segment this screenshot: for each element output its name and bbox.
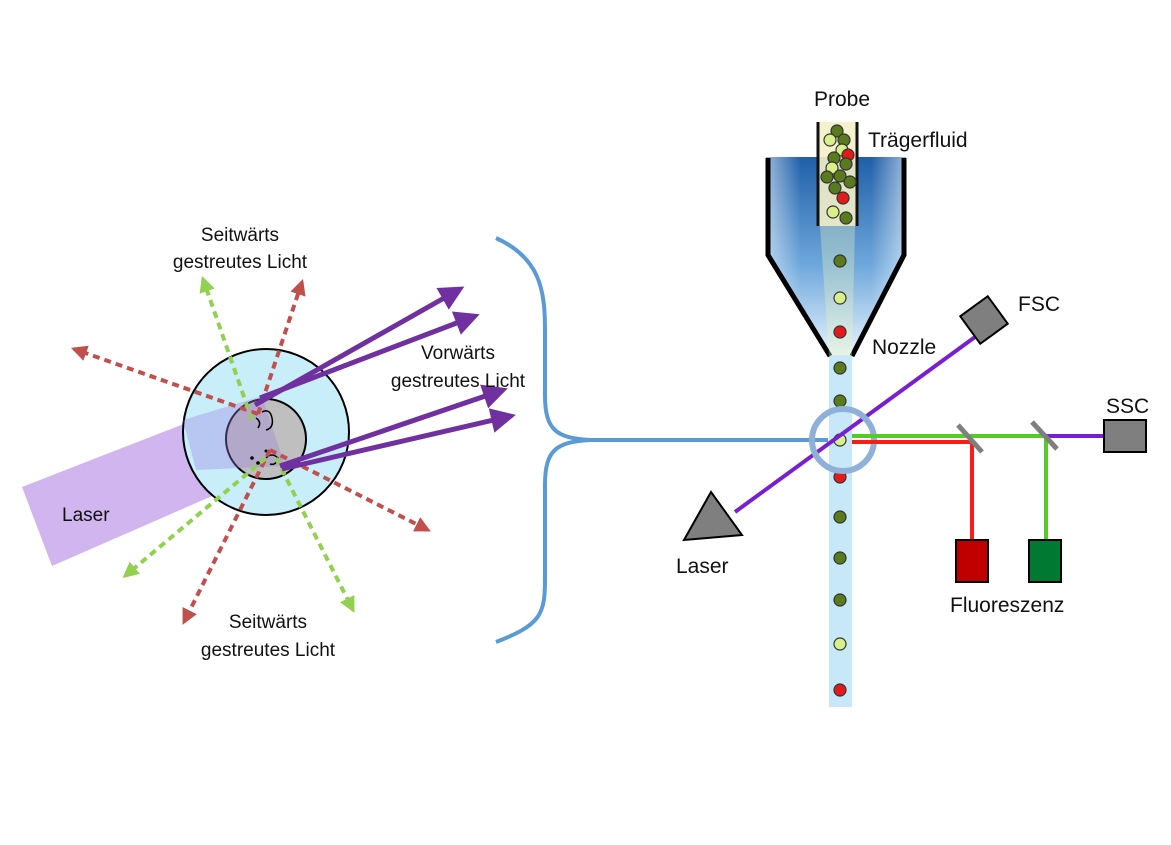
nozzle-label: Nozzle	[872, 336, 936, 359]
laser-beam-overlay	[183, 396, 285, 470]
organelle-dot	[250, 456, 254, 460]
forward-arrow	[259, 311, 480, 401]
particle	[833, 683, 847, 697]
stream-particles	[833, 254, 847, 697]
particle	[836, 191, 850, 205]
forward-scatter-label-2: gestreutes Licht	[391, 371, 526, 392]
scatter-arrow-green	[122, 456, 268, 579]
particle	[833, 325, 847, 339]
fsc-label: FSC	[1018, 293, 1060, 316]
laser-source	[682, 490, 744, 542]
organelle-mark	[255, 410, 274, 431]
particle	[833, 361, 847, 375]
laser-label-right: Laser	[676, 555, 729, 578]
nozzle-outline-right	[849, 158, 907, 358]
laser-label-left: Laser	[62, 505, 110, 526]
sample-particles	[820, 124, 857, 225]
side-scatter-top-label-2: gestreutes Licht	[173, 252, 308, 273]
ssc-detector	[1103, 419, 1147, 453]
particle	[833, 637, 847, 651]
fluorescence-label: Fluoreszenz	[950, 594, 1064, 617]
particle	[833, 551, 847, 565]
particle	[830, 124, 844, 138]
particle	[823, 133, 837, 147]
dichroic-mirror	[1030, 420, 1059, 451]
hydrodynamic-focus	[820, 226, 855, 356]
particle	[843, 175, 857, 189]
fsc-detector	[958, 294, 1010, 346]
forward-scatter-label-1: Vorwärts	[421, 343, 495, 364]
scatter-arrow-green	[199, 275, 254, 421]
laser-line	[733, 335, 977, 514]
right-panel: Probe Trägerfluid Nozzle FSC SSC Laser F…	[676, 88, 1149, 707]
particle	[828, 181, 842, 195]
fluorescence-detector-red	[955, 539, 989, 583]
dichroic-mirror	[956, 423, 984, 454]
forward-arrow	[281, 408, 516, 472]
particle	[833, 169, 847, 183]
particle	[833, 510, 847, 524]
particle	[833, 593, 847, 607]
scatter-arrow-red	[70, 345, 259, 416]
scatter-arrow-green	[274, 457, 355, 613]
sample-label: Probe	[814, 88, 870, 111]
particle	[839, 211, 853, 225]
side-scatter-bottom-label-1: Seitwärts	[229, 612, 307, 633]
scatter-arrow-red	[182, 449, 272, 625]
fluorescence-detector-green	[1028, 539, 1062, 583]
left-panel: Seitwärts gestreutes Licht Vorwärts gest…	[22, 225, 526, 661]
zoom-brace	[495, 236, 828, 644]
nozzle-outline-left	[765, 158, 833, 358]
carrier-fluid-label: Trägerfluid	[868, 129, 968, 152]
particle	[833, 291, 847, 305]
forward-arrow	[279, 384, 508, 469]
ssc-label: SSC	[1106, 395, 1149, 418]
side-scatter-bottom-label-2: gestreutes Licht	[201, 640, 336, 661]
particle	[839, 157, 853, 171]
organelle-dot	[264, 449, 268, 453]
particle	[833, 394, 847, 408]
particle	[833, 254, 847, 268]
side-scatter-top-label-1: Seitwärts	[201, 225, 279, 246]
particle	[820, 170, 834, 184]
organelle-dot	[256, 461, 260, 465]
particle	[826, 205, 840, 219]
